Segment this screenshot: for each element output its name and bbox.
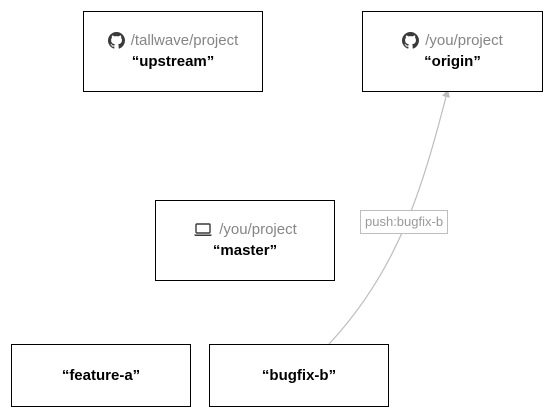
node-master-name: “master”	[212, 241, 278, 259]
node-master[interactable]: /you/project “master”	[155, 200, 335, 281]
node-upstream[interactable]: /tallwave/project “upstream”	[83, 11, 263, 92]
node-bugfix-b-name: “bugfix-b”	[261, 366, 337, 384]
node-feature-a[interactable]: “feature-a”	[11, 344, 191, 407]
node-origin[interactable]: /you/project “origin”	[362, 11, 543, 92]
node-upstream-path-row: /tallwave/project	[107, 31, 239, 50]
node-origin-path: /you/project	[425, 31, 503, 49]
node-origin-name: “origin”	[424, 52, 481, 70]
node-bugfix-b[interactable]: “bugfix-b”	[209, 344, 389, 407]
node-master-path: /you/project	[219, 220, 297, 238]
edge-label-push-bugfix-b: push:bugfix-b	[360, 210, 449, 234]
github-icon	[402, 32, 420, 49]
laptop-icon	[193, 222, 213, 237]
node-origin-path-row: /you/project	[402, 32, 503, 50]
node-upstream-name: “upstream”	[131, 52, 215, 70]
node-upstream-path: /tallwave/project	[130, 31, 239, 49]
node-feature-a-name: “feature-a”	[61, 366, 141, 384]
github-icon	[107, 32, 125, 49]
node-master-path-row: /you/project	[193, 221, 297, 239]
